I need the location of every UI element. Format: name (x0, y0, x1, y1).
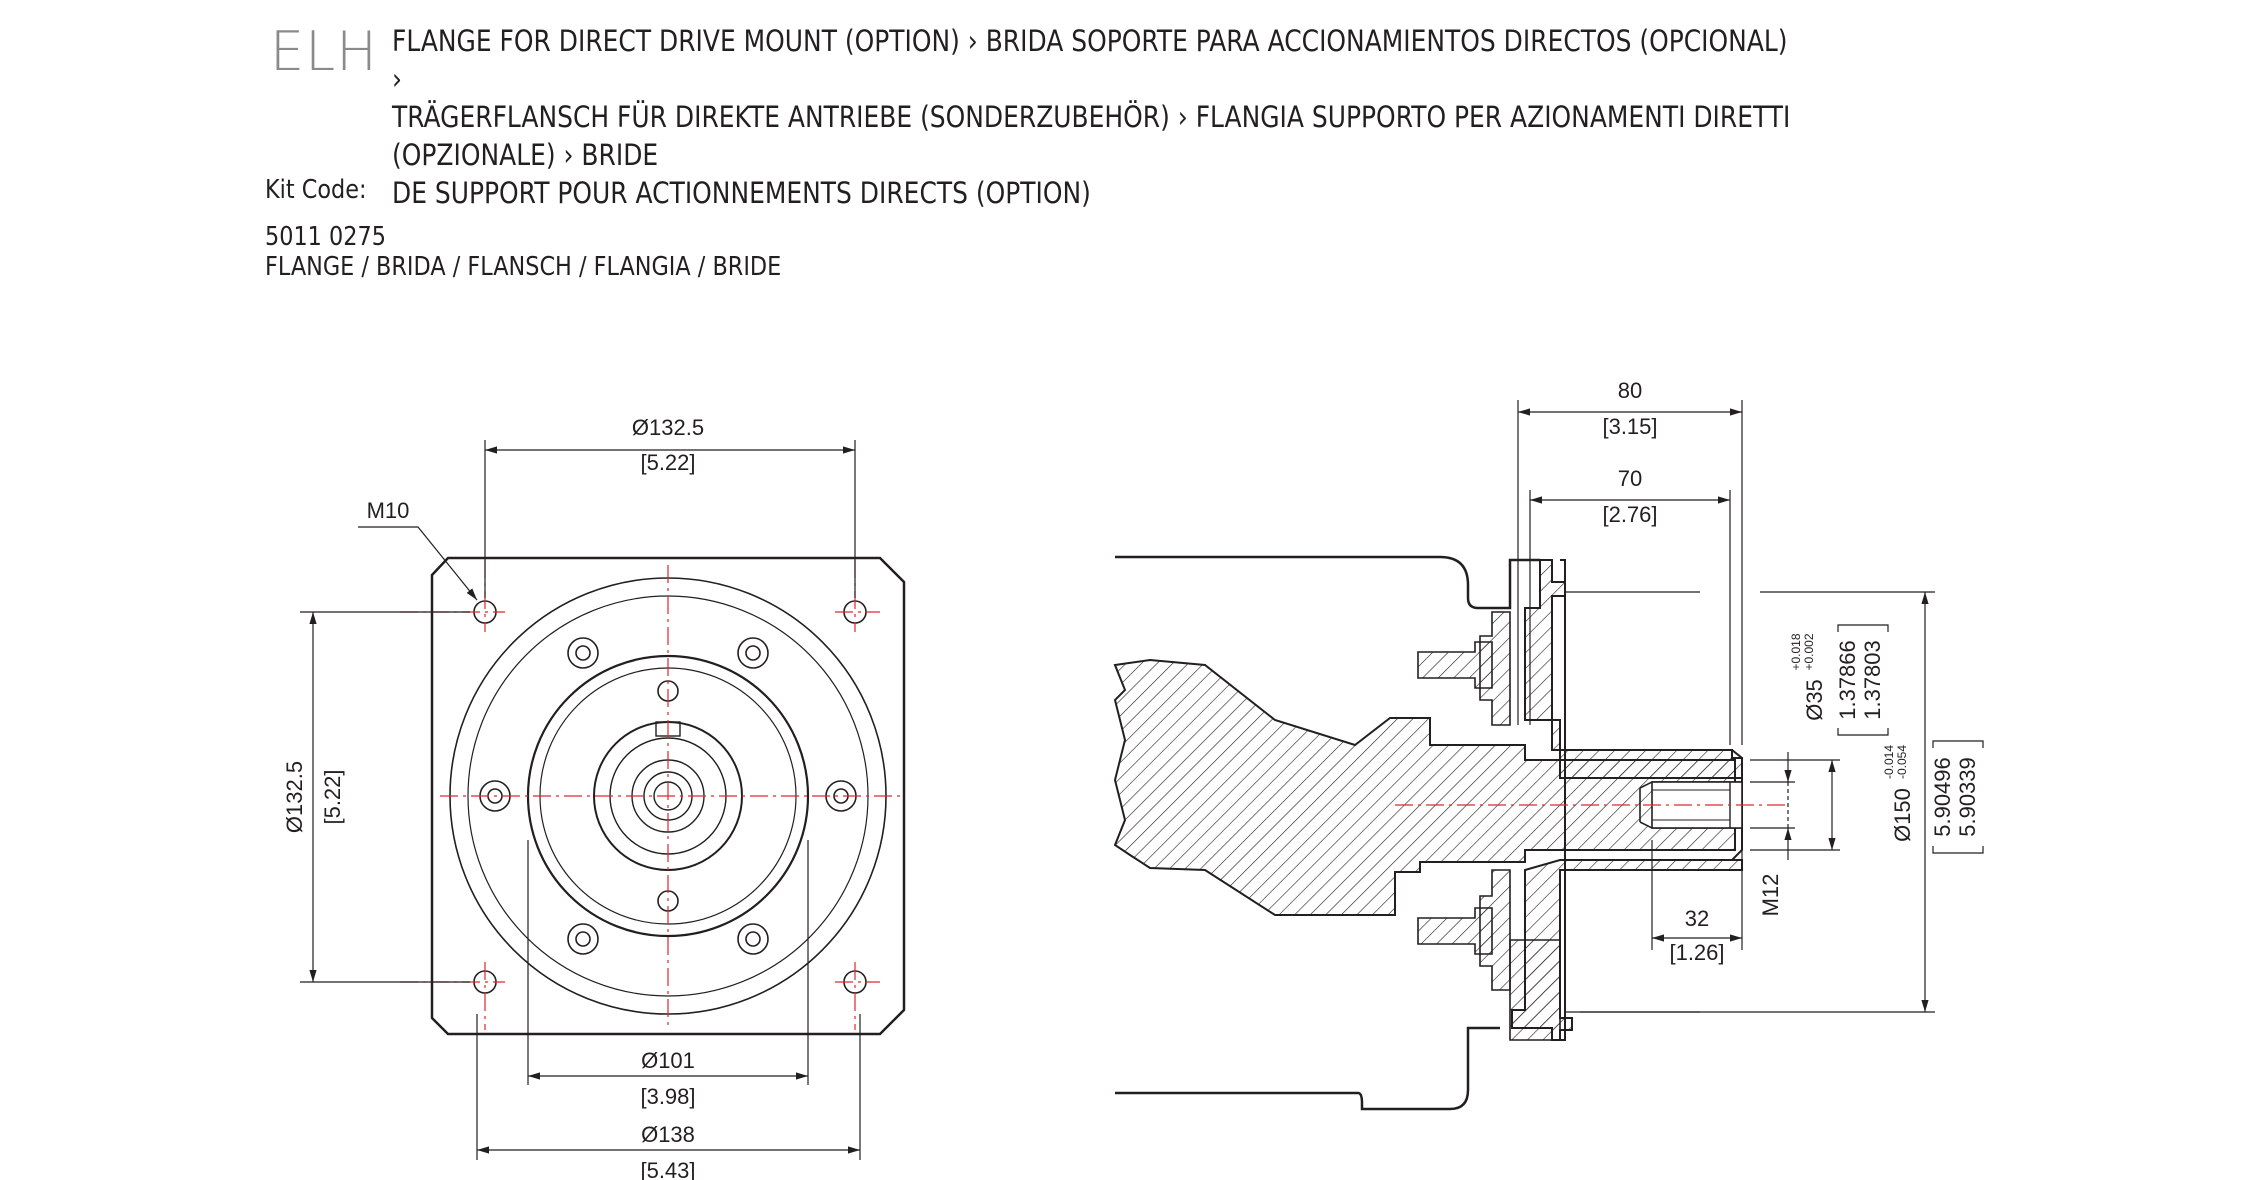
center-lines (400, 560, 900, 1030)
side-dim-80: 80 (1618, 378, 1642, 403)
page-title: FLANGE FOR DIRECT DRIVE MOUNT (OPTION) ›… (392, 22, 1802, 212)
ring-bottom (1479, 869, 1511, 991)
front-dim-left: Ø132.5 (282, 761, 307, 833)
side-dim-70: 70 (1618, 466, 1642, 491)
rotor-section (1113, 658, 1736, 916)
title-line-1: FLANGE FOR DIRECT DRIVE MOUNT (OPTION) ›… (392, 24, 1788, 96)
shaft-inch-2: 1.37803 (1860, 640, 1885, 720)
kit-description: FLANGE / BRIDA / FLANSCH / FLANGIA / BRI… (265, 252, 782, 282)
front-dim-top: Ø132.5 (632, 415, 704, 440)
product-code: ELH (270, 20, 378, 83)
side-dimension-labels: 80 [3.15] 70 [2.76] 32 [1.26] M12 Ø35 +0… (1602, 378, 1984, 965)
shaft-tol-upper: +0.018 (1789, 633, 1803, 670)
kit-code-label: Kit Code: (265, 175, 367, 205)
side-dimensions (1517, 400, 1935, 1013)
pilot-dia-label: Ø150 (1890, 788, 1915, 842)
housing-bottom (1115, 1026, 1500, 1111)
front-dim-left-in: [5.22] (320, 769, 345, 824)
front-dim-inner: Ø101 (641, 1048, 695, 1073)
side-thread-m12: M12 (1758, 874, 1783, 917)
front-view (300, 440, 906, 1160)
side-dim-32: 32 (1685, 906, 1709, 931)
pilot-tol-upper: -0.014 (1882, 745, 1896, 779)
kit-code-value: 5011 0275 (265, 222, 386, 252)
flange-outline (430, 556, 906, 1036)
title-line-3: DE SUPPORT POUR ACTIONNEMENTS DIRECTS (O… (392, 176, 1091, 210)
pilot-inch-bracket (1932, 740, 1984, 854)
flange-section-top (1524, 559, 1743, 779)
side-view (1113, 400, 1935, 1111)
shaft-tol-lower: +0.002 (1802, 633, 1816, 670)
title-line-2: TRÄGERFLANSCH FÜR DIREKTE ANTRIEBE (SOND… (392, 100, 1791, 172)
shaft-dia-label: Ø35 (1802, 679, 1827, 721)
shaft-inch-bracket (1837, 624, 1889, 736)
ring-top (1479, 611, 1511, 726)
front-dim-outer-in: [5.43] (640, 1158, 695, 1180)
pilot-inch-2: 5.90339 (1955, 757, 1980, 837)
front-dimension-labels: Ø132.5 [5.22] M10 Ø132.5 [5.22] Ø101 [3.… (282, 415, 704, 1180)
side-dim-32-in: [1.26] (1669, 940, 1724, 965)
pilot-tol-lower: -0.054 (1895, 745, 1909, 779)
side-dim-70-in: [2.76] (1602, 502, 1657, 527)
front-dim-outer: Ø138 (641, 1122, 695, 1147)
front-dim-inner-in: [3.98] (640, 1084, 695, 1109)
shaft-inch-1: 1.37866 (1835, 640, 1860, 720)
side-dim-80-in: [3.15] (1602, 414, 1657, 439)
clamp-bottom (1509, 939, 1561, 1041)
front-dimensions (300, 440, 861, 1160)
housing-top (1115, 555, 1540, 610)
front-dim-top-in: [5.22] (640, 450, 695, 475)
front-thread-label: M10 (367, 498, 410, 523)
pilot-inch-1: 5.90496 (1930, 757, 1955, 837)
